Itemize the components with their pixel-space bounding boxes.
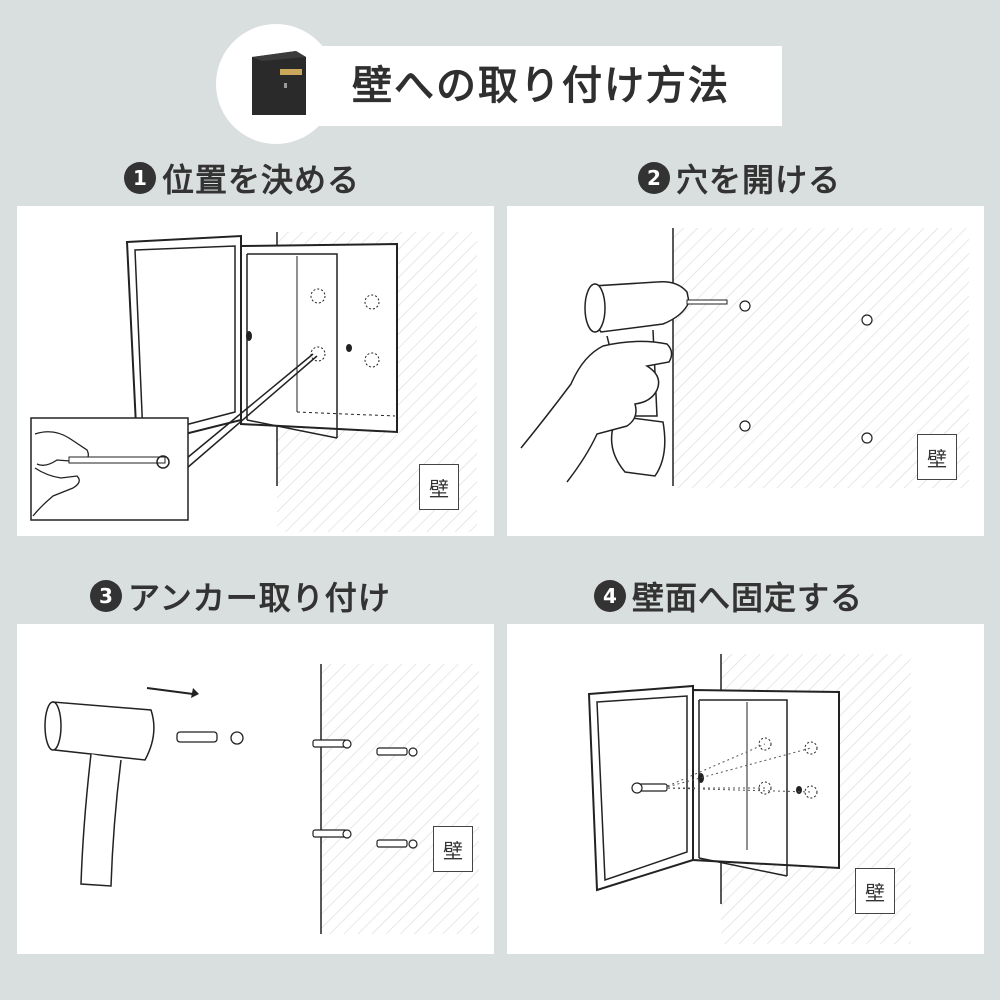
step-1-panel: 壁 (17, 206, 494, 536)
header-bar (300, 46, 782, 126)
step-4-panel: 壁 (507, 624, 984, 954)
step-1-heading: 1 位置を決める (124, 156, 360, 200)
step-2-wall-label: 壁 (917, 434, 957, 480)
step-2-title: 穴を開ける (676, 161, 842, 199)
step-4-title: 壁面へ固定する (632, 579, 864, 617)
step-1-number: 1 (124, 162, 156, 194)
step-3-panel: 壁 (17, 624, 494, 954)
mailbox-icon (252, 51, 306, 115)
step-1-wall-label: 壁 (419, 464, 459, 510)
step-3-title: アンカー取り付け (128, 579, 391, 617)
step-2-number: 2 (638, 162, 670, 194)
step-3-wall-label: 壁 (433, 826, 473, 872)
step-4-heading: 4 壁面へ固定する (594, 574, 863, 618)
step-4-number: 4 (594, 580, 626, 612)
step-3-illustration (44, 664, 479, 934)
step-3-number: 3 (90, 580, 122, 612)
step-2-heading: 2 穴を開ける (638, 156, 841, 200)
step-4-wall-label: 壁 (855, 868, 895, 914)
step-2-illustration (520, 228, 969, 488)
step-2-panel: 壁 (507, 206, 984, 536)
page-title: 壁への取り付け方法 (352, 63, 730, 109)
step-4-illustration (587, 654, 911, 944)
step-1-title: 位置を決める (162, 161, 361, 199)
step-3-heading: 3 アンカー取り付け (90, 574, 391, 618)
